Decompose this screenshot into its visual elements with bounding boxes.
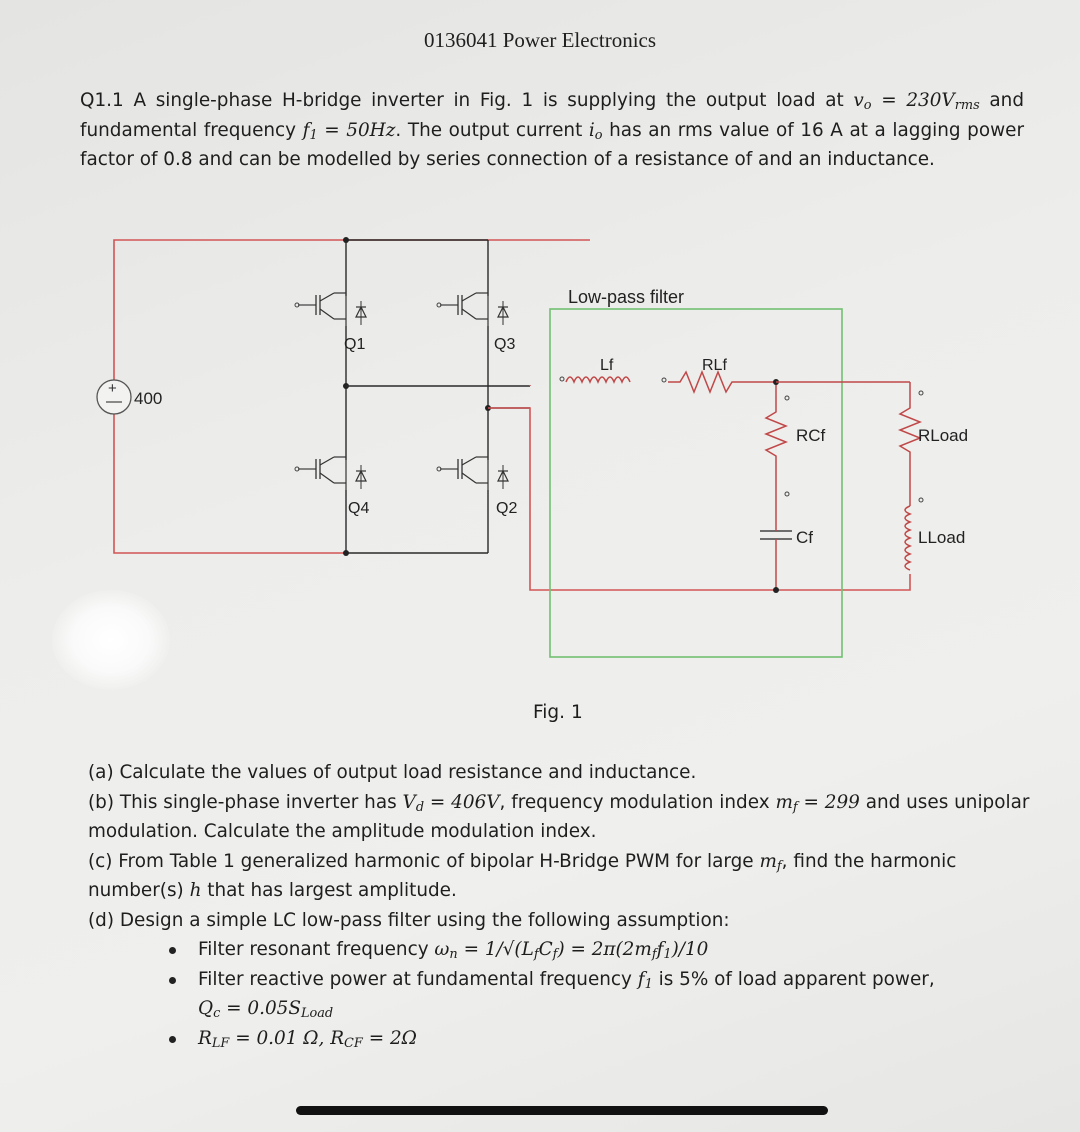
- wire-output-red: [488, 407, 911, 591]
- math-vo: vo = 230Vrms: [853, 90, 980, 114]
- question-sentence: has an rms value of 16 A at a lagging po…: [80, 119, 1025, 171]
- part-c: (c) From Table 1 generalized harmonic of…: [88, 850, 957, 902]
- svg-text:RLoad: RLoad: [918, 426, 968, 445]
- question-number: Q1.1: [80, 90, 124, 111]
- question-sentence: . The output current: [395, 119, 589, 141]
- switch-label-q4: Q4: [348, 500, 369, 517]
- switch-q1: Q1: [294, 292, 367, 353]
- circuit-diagram: + 400 Q1 Q3: [96, 237, 968, 658]
- part-b: (b) This single-phase inverter has Vd = …: [88, 791, 1030, 843]
- assumption-item: RLF = 0.01 Ω, RCF = 2Ω: [88, 1024, 1038, 1054]
- resistor-rload: RLoad: [897, 382, 968, 490]
- assumption-item: Filter reactive power at fundamental fre…: [88, 965, 1038, 1024]
- wire-top-red: [113, 239, 590, 397]
- svg-text:Lf: Lf: [600, 357, 614, 374]
- part-d: (d) Design a simple LC low-pass filter u…: [88, 909, 730, 931]
- resistor-rcf: RCf: [763, 396, 826, 520]
- switch-q4: Q4: [294, 456, 369, 517]
- dc-source: + 400: [96, 379, 162, 415]
- inductor-lf: Lf: [559, 357, 631, 385]
- question-sentence: A single-phase H-bridge inverter in Fig.…: [133, 90, 854, 111]
- switch-label-q1: Q1: [344, 336, 365, 353]
- page-header: 0136041 Power Electronics: [423, 28, 657, 52]
- question-parts: (a) Calculate the values of output load …: [88, 758, 1038, 1053]
- bullet-icon: [169, 1035, 176, 1043]
- photo-glare: [52, 590, 170, 690]
- bullet-icon: [169, 976, 176, 984]
- svg-text:RLf: RLf: [702, 357, 727, 374]
- switch-label-q3: Q3: [494, 336, 515, 353]
- source-value: 400: [134, 389, 162, 408]
- svg-text:+: +: [108, 380, 117, 397]
- resistor-rlf: RLf: [661, 357, 776, 395]
- switch-q2: Q2: [436, 456, 517, 517]
- figure-caption: Fig. 1: [533, 702, 583, 723]
- wire-bottom-red: [113, 397, 346, 554]
- assumption-item: Filter resonant frequency ωn = 1/√(LfCf)…: [88, 935, 1038, 965]
- inductor-lload: LLoad: [904, 490, 965, 571]
- switch-q3: Q3: [436, 292, 515, 353]
- filter-label: Low-pass filter: [568, 287, 684, 307]
- home-indicator[interactable]: [296, 1106, 828, 1115]
- assumption-list: Filter resonant frequency ωn = 1/√(LfCf)…: [88, 935, 1038, 1053]
- math-f1: f1 = 50Hz: [302, 119, 396, 143]
- part-a: (a) Calculate the values of output load …: [88, 762, 697, 783]
- switch-label-q2: Q2: [496, 500, 517, 517]
- filter-box: [549, 308, 843, 658]
- svg-text:LLoad: LLoad: [918, 528, 965, 547]
- question-sentence: and fundamental frequency: [80, 90, 1024, 141]
- capacitor-cf: Cf: [760, 520, 813, 590]
- question-text: Q1.1 A single-phase H-bridge inverter in…: [80, 86, 1024, 175]
- svg-text:RCf: RCf: [796, 426, 826, 445]
- bullet-icon: [169, 947, 176, 954]
- math-io: io: [588, 119, 603, 143]
- svg-text:Cf: Cf: [796, 528, 813, 547]
